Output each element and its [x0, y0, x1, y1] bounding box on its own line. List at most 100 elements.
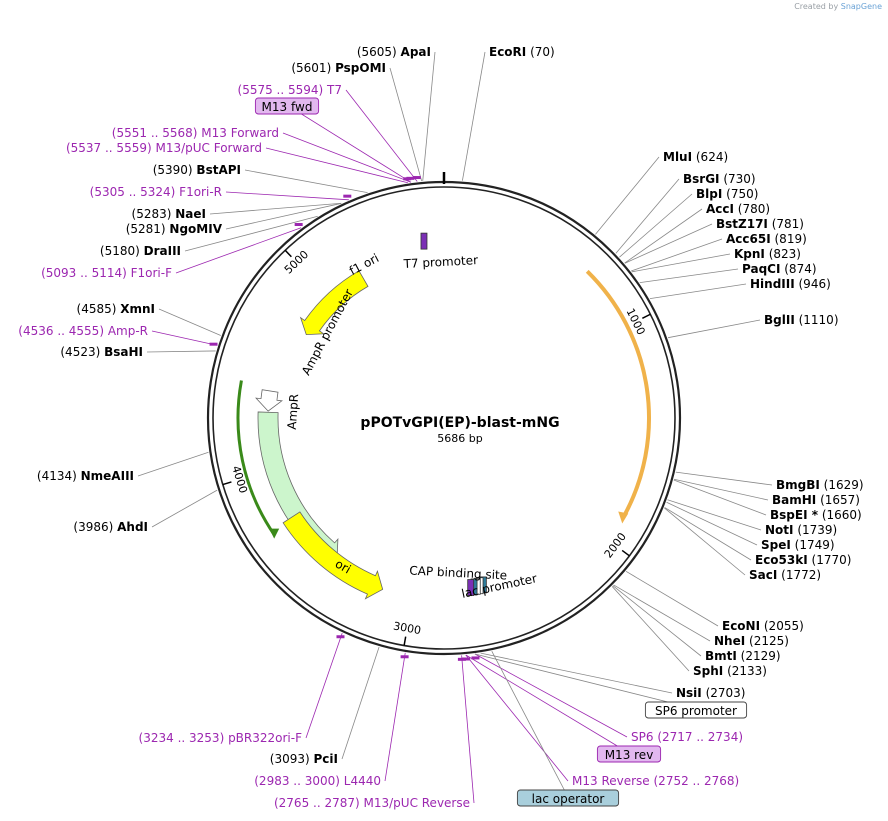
site-position: (5605): [357, 45, 401, 59]
site-position: (874): [780, 262, 816, 276]
leader-line: [474, 653, 697, 710]
primer-range: (5551 .. 5568): [112, 126, 202, 140]
leader-line: [345, 89, 418, 182]
primer-range: (2752 .. 2768): [654, 774, 740, 788]
site-position: (5601): [291, 61, 335, 75]
boxed-label-bg: [516, 789, 620, 807]
boxed-label-m13-fwd: M13 fwd: [262, 100, 313, 114]
green-arc-head: [269, 528, 280, 539]
primer-name: F1ori-R: [179, 185, 222, 199]
boxed-label-bg: [644, 701, 748, 719]
primer-range: (5093 .. 5114): [41, 266, 131, 280]
leader-line: [611, 586, 690, 672]
primer-range: (2983 .. 3000): [254, 774, 344, 788]
leader-line: [625, 570, 719, 627]
t7-promoter-label: T7 promoter: [402, 253, 478, 271]
leader-line: [341, 646, 380, 760]
site-name: BstAPI: [196, 163, 241, 177]
site-label-spei: SpeI (1749): [761, 538, 835, 552]
leader-line: [667, 499, 762, 531]
primer-range: (5575 .. 5594): [238, 83, 328, 97]
primer-mark: [400, 655, 409, 659]
site-name: SphI: [693, 664, 723, 678]
primer-name: SP6: [631, 730, 657, 744]
tick-mark: [642, 313, 651, 319]
site-label-apai: (5605) ApaI: [357, 45, 431, 59]
site-label-bmgbi: BmgBI (1629): [776, 478, 864, 492]
site-name: MluI: [663, 150, 692, 164]
leader-line: [244, 169, 368, 194]
site-position: (946): [795, 277, 831, 291]
boxed-label-bg: [596, 745, 662, 763]
t7-promoter-block: [420, 232, 428, 250]
tick-mark: [403, 636, 407, 646]
plasmid-length: 5686 bp: [437, 432, 482, 445]
leader-lines: [137, 51, 773, 804]
site-name: ApaI: [401, 45, 431, 59]
primer-range: (5305 .. 5324): [90, 185, 180, 199]
leader-line: [225, 203, 342, 230]
leader-line: [612, 585, 702, 657]
credit-brand: SnapGene: [840, 2, 882, 11]
ori-label: ori: [333, 557, 354, 577]
ori-feature: [282, 511, 384, 600]
site-position: (4134): [37, 469, 81, 483]
primer-label-sp6: SP6 (2717 .. 2734): [631, 730, 743, 744]
site-name: BmtI: [705, 649, 737, 663]
leader-line: [624, 208, 703, 264]
primer-range: (5537 .. 5559): [66, 141, 156, 155]
site-name: XmnI: [120, 302, 155, 316]
snapgene-credit: Created by SnapGene: [794, 2, 882, 11]
site-name: NheI: [714, 634, 745, 648]
site-label-sphi: SphI (2133): [693, 664, 767, 678]
primer-label-m13-puc-reverse: (2765 .. 2787) M13/pUC Reverse: [274, 796, 470, 810]
tick-mark: [284, 249, 292, 258]
leader-line: [461, 51, 486, 181]
tick-label: 2000: [602, 530, 629, 560]
site-name: EcoRI: [489, 45, 526, 59]
leader-line: [422, 51, 436, 181]
leader-line: [675, 471, 773, 486]
primer-range: (2765 .. 2787): [274, 796, 364, 810]
site-position: (2129): [737, 649, 781, 663]
primer-label-f1ori-f: (5093 .. 5114) F1ori-F: [41, 266, 172, 280]
primer-mark: [403, 177, 412, 181]
primer-name: M13 Forward: [201, 126, 279, 140]
site-name: SpeI: [761, 538, 791, 552]
tick-label: 4000: [229, 464, 250, 495]
site-label-ngomiv: (5281) NgoMIV: [126, 222, 223, 236]
site-position: (70): [526, 45, 554, 59]
leader-line: [491, 650, 569, 798]
leader-line: [673, 478, 769, 501]
primer-label-m13-forward: (5551 .. 5568) M13 Forward: [112, 126, 279, 140]
primer-mark: [457, 657, 466, 661]
leader-line: [305, 632, 343, 739]
site-position: (750): [722, 187, 758, 201]
leader-line: [639, 268, 739, 284]
primer-name: pBR322ori-F: [228, 731, 302, 745]
site-position: (5390): [153, 163, 197, 177]
site-position: (1657): [816, 493, 860, 507]
boxed-label-sp6-promoter: SP6 promoter: [655, 704, 737, 718]
leader-line: [137, 451, 209, 477]
site-label-bstapi: (5390) BstAPI: [153, 163, 241, 177]
f1-ori-feature: [299, 270, 369, 336]
site-label-eco53ki: Eco53kI (1770): [755, 553, 851, 567]
leader-line: [664, 507, 752, 561]
site-position: (4585): [77, 302, 121, 316]
primer-label-m13-reverse: M13 Reverse (2752 .. 2768): [572, 774, 739, 788]
site-name: BspEI *: [770, 508, 819, 522]
site-position: (4523): [60, 345, 104, 359]
site-name: KpnI: [734, 247, 765, 261]
site-label-bspei: BspEI * (1660): [770, 508, 862, 522]
leader-line: [666, 501, 758, 546]
leader-line: [664, 507, 746, 576]
primer-mark: [209, 342, 218, 346]
boxed-label-lac-operator: lac operator: [532, 792, 605, 806]
site-label-acci: AccI (780): [706, 202, 770, 216]
ampr-label: AmpR: [285, 393, 301, 430]
site-label-bamhi: BamHI (1657): [772, 493, 860, 507]
primer-label-amp-r: (4536 .. 4555) Amp-R: [18, 324, 148, 338]
